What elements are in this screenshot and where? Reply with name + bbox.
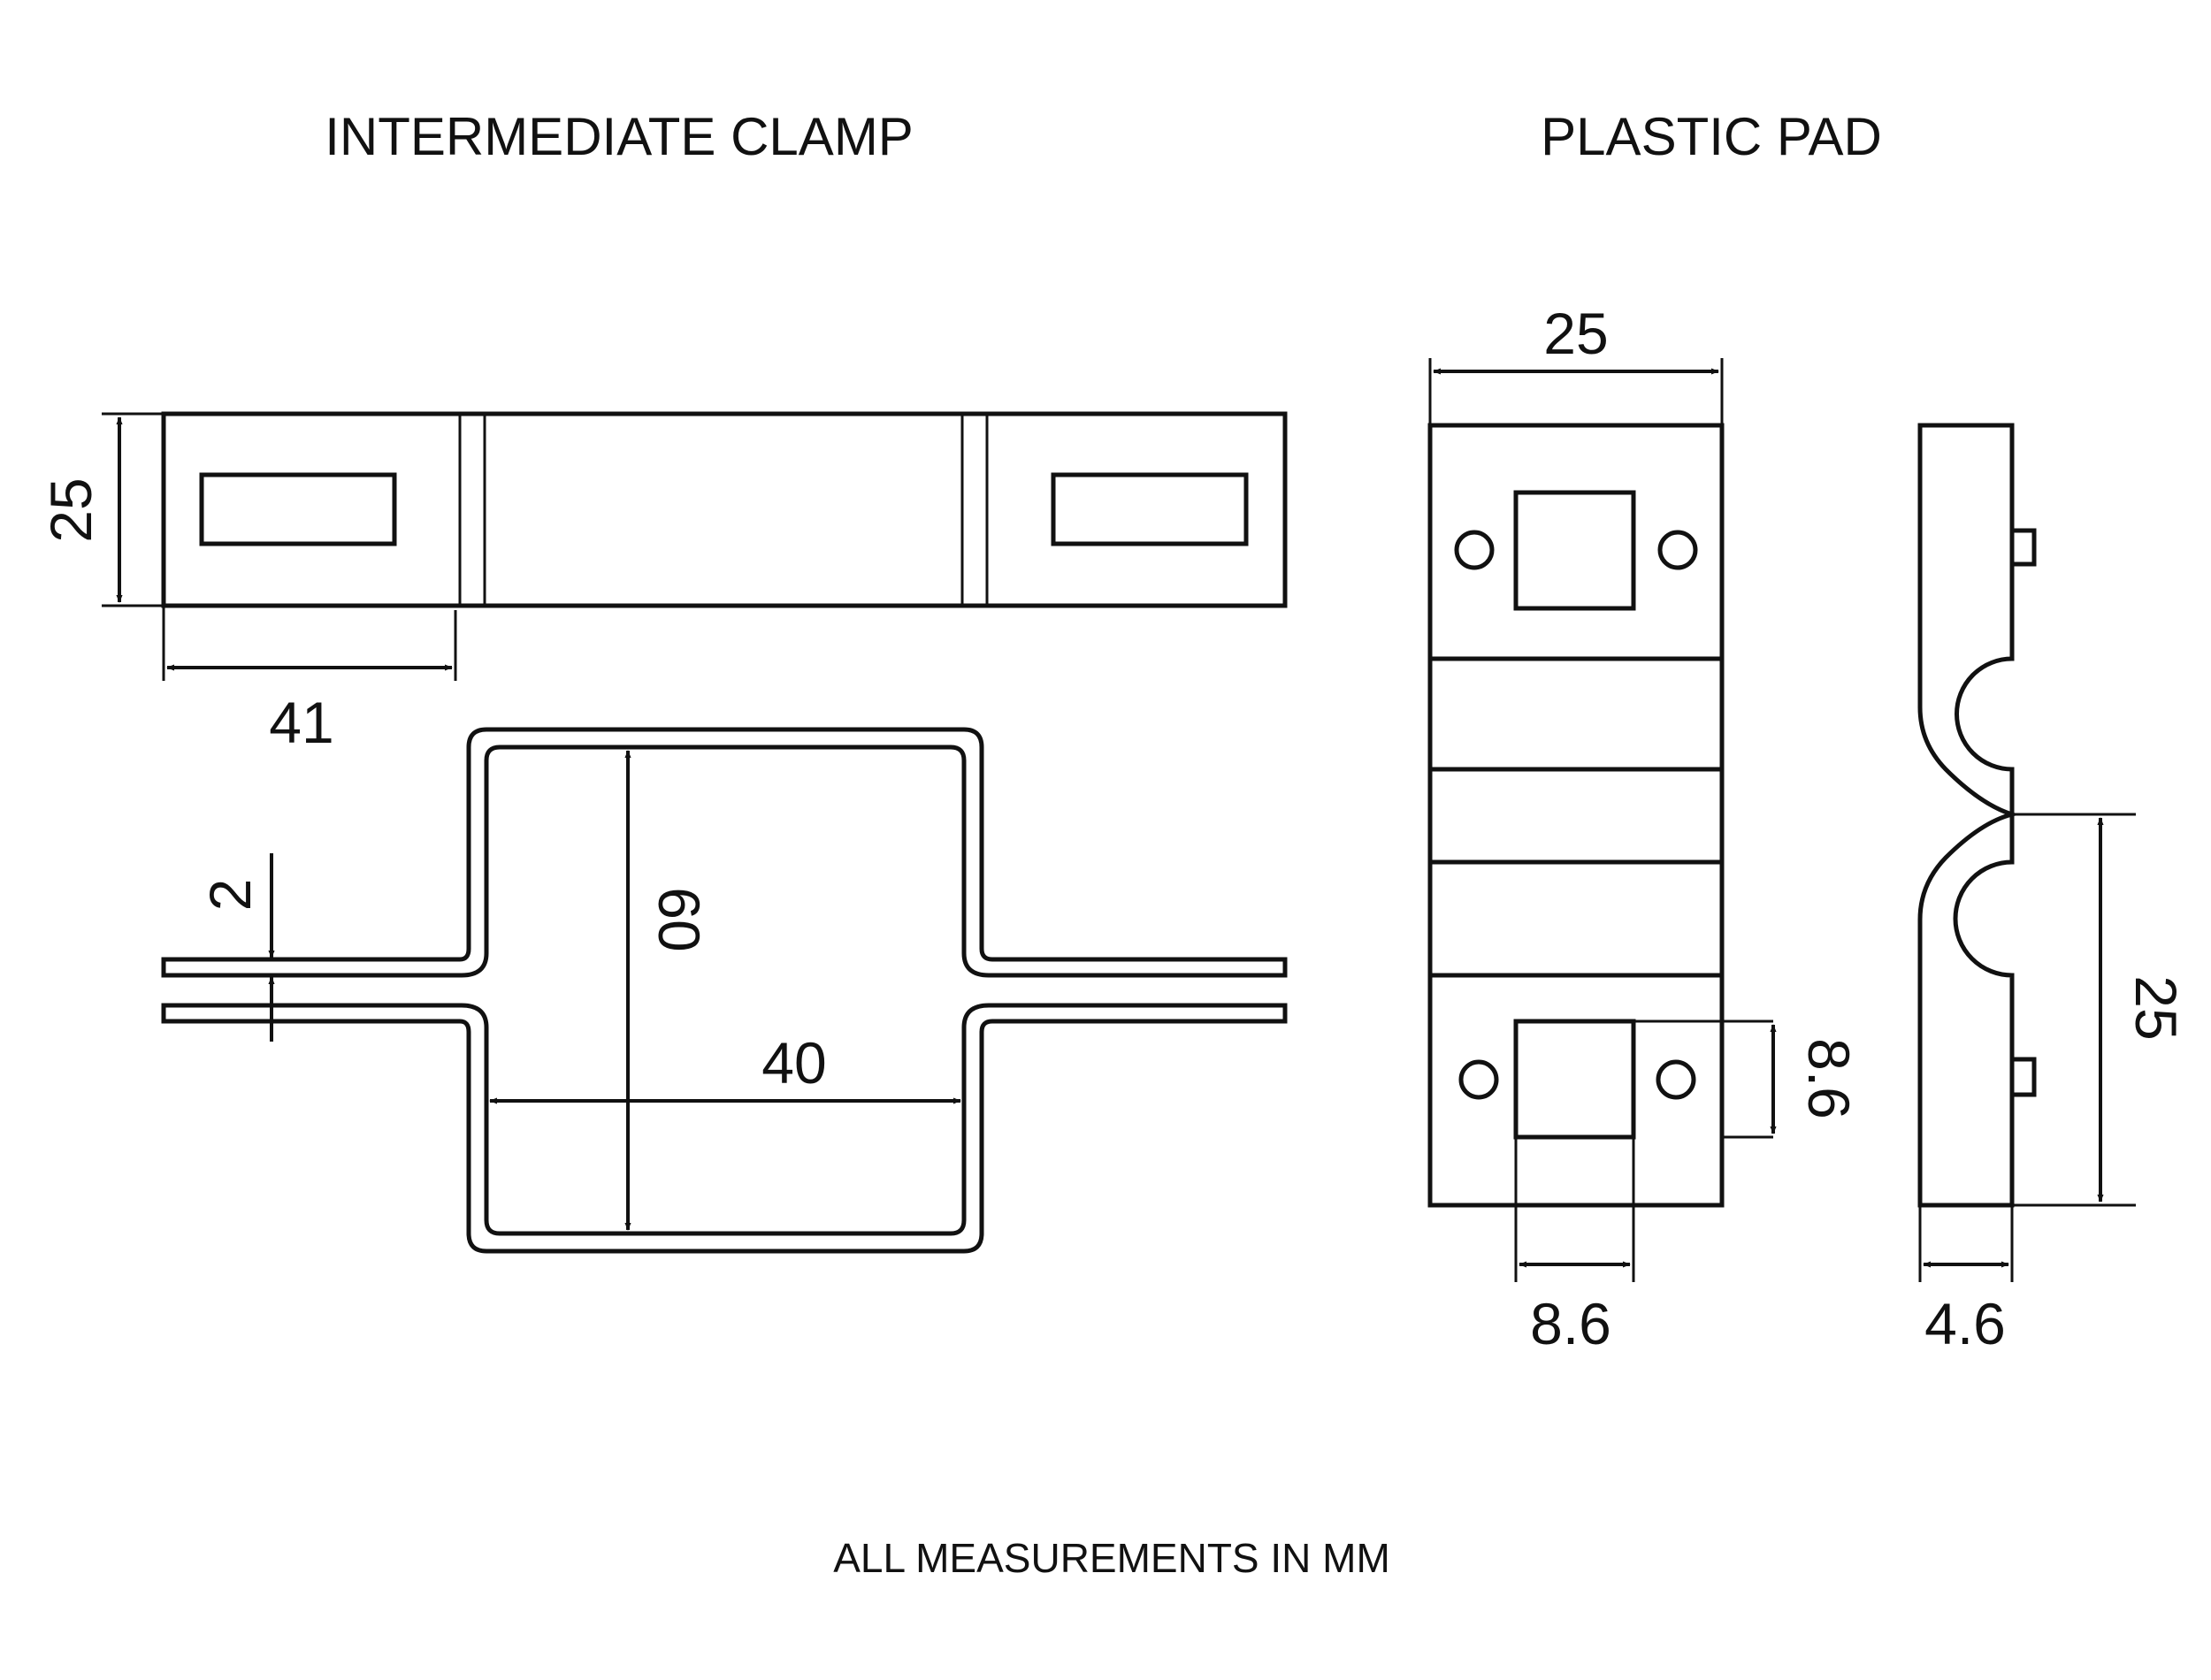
footer-note: ALL MEASUREMENTS IN MM — [833, 1535, 1390, 1581]
dim-label-thickness: 2 — [197, 879, 263, 912]
slot-left — [199, 472, 397, 546]
dim-label-clamp-width: 25 — [38, 477, 103, 542]
dim-label-pad-thickness: 4.6 — [1924, 1291, 2006, 1356]
clamp-side-view: 2 60 40 — [161, 727, 1288, 1254]
dim-label-pad-spacing: 25 — [2123, 975, 2189, 1040]
dim-label-pad-width: 25 — [1543, 301, 1608, 366]
pad-square-hole-bottom — [1513, 1019, 1636, 1140]
pad-square-hole-top — [1513, 490, 1636, 611]
dim-label-clamp-height: 60 — [646, 887, 712, 951]
clamp-upper-profile — [161, 727, 1288, 978]
pad-front-view: 25 8.6 8.6 — [1427, 301, 1862, 1356]
pad-round-hole-bottom-right — [1656, 1059, 1696, 1100]
dim-label-section-length: 41 — [269, 690, 333, 755]
pad-round-hole-bottom-left — [1458, 1059, 1499, 1100]
dim-label-slot-width: 8.6 — [1530, 1291, 1611, 1356]
clamp-top-view: 25 41 — [38, 411, 1288, 755]
pad-round-hole-top-left — [1454, 530, 1495, 570]
dim-label-slot-height: 8.6 — [1796, 1038, 1862, 1119]
pad-title: PLASTIC PAD — [1541, 107, 1882, 166]
slot-right — [1051, 472, 1249, 546]
pad-side-view: 25 4.6 — [1917, 423, 2189, 1356]
pad-round-hole-top-right — [1657, 530, 1698, 570]
clamp-lower-profile — [161, 1003, 1288, 1254]
pad-side-profile — [1917, 423, 2037, 1208]
dim-label-clamp-inner-width: 40 — [761, 1030, 826, 1096]
clamp-title: INTERMEDIATE CLAMP — [325, 107, 914, 166]
